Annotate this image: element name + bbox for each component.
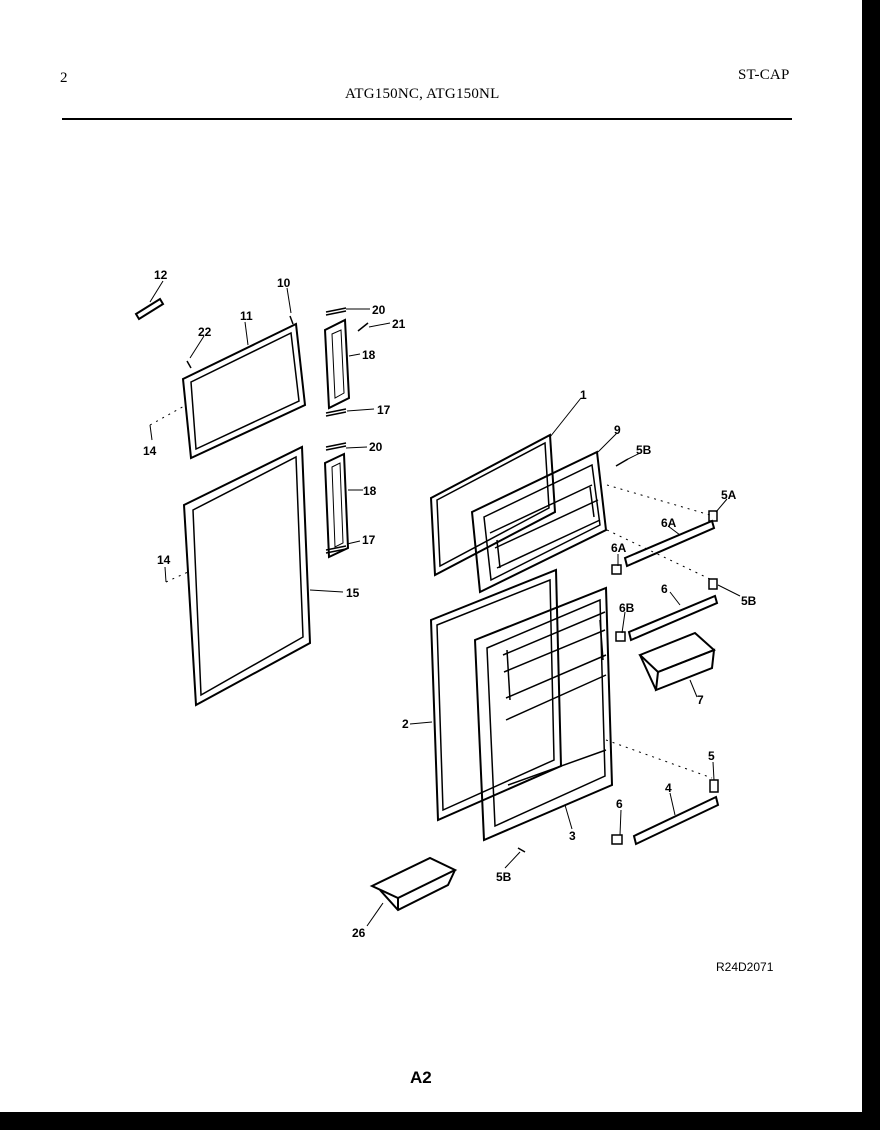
callout-5A: 5A (721, 488, 737, 502)
callout-5B-right: 5B (741, 594, 757, 608)
assembly-lines (149, 404, 713, 779)
door-handle-lower (323, 452, 350, 559)
diagram-reference-code: R24D2071 (716, 960, 774, 974)
callout-12: 12 (154, 268, 168, 282)
callout-15: 15 (346, 586, 360, 600)
callout-7: 7 (697, 693, 704, 707)
callout-10: 10 (277, 276, 291, 290)
callout-14-upper: 14 (143, 444, 157, 458)
callout-6A-clip: 6A (611, 541, 627, 555)
callout-1: 1 (580, 388, 587, 402)
callout-17-upper: 17 (377, 403, 391, 417)
callouts: 12 10 20 21 22 11 18 17 14 20 18 17 14 1… (143, 268, 757, 940)
scan-edge-bottom (0, 1112, 880, 1130)
header-rule (62, 118, 792, 120)
callout-5: 5 (708, 749, 715, 763)
callout-20-lower: 20 (369, 440, 383, 454)
freezer-door-gasket (429, 433, 557, 577)
fresh-food-door-outer-panel (182, 445, 312, 707)
callout-3: 3 (569, 829, 576, 843)
model-numbers: ATG150NC, ATG150NL (345, 86, 500, 102)
freezer-door-outer-panel (181, 322, 307, 460)
callout-17-lower: 17 (362, 533, 376, 547)
rail-6 (627, 594, 719, 642)
callout-11: 11 (240, 309, 253, 323)
trim-piece-12 (134, 297, 165, 321)
callout-6A-rail: 6A (661, 516, 677, 530)
rail-4 (632, 795, 720, 846)
page-number: 2 (60, 70, 68, 86)
callout-6B: 6B (619, 601, 635, 615)
callout-5B-upper: 5B (636, 443, 652, 457)
callout-2: 2 (402, 717, 409, 731)
small-parts (186, 315, 719, 853)
callout-18-lower: 18 (363, 484, 377, 498)
scan-edge-right (862, 0, 880, 1130)
door-handle-upper (323, 318, 351, 410)
dairy-compartment (638, 631, 716, 692)
fresh-food-door-liner (473, 586, 614, 842)
callout-26: 26 (352, 926, 366, 940)
section-code: ST-CAP (738, 67, 790, 83)
callout-9: 9 (614, 423, 621, 437)
footer-page-label: A2 (410, 1068, 432, 1087)
freezer-door-liner (470, 450, 608, 594)
fresh-food-door-gasket (429, 568, 563, 822)
callout-5B-lower: 5B (496, 870, 512, 884)
rail-6A (623, 519, 716, 568)
handle-screws (325, 307, 369, 554)
leader-lines (149, 280, 741, 927)
callout-6-clip: 6 (616, 797, 623, 811)
callout-6-rail: 6 (661, 582, 668, 596)
butter-bin (369, 856, 458, 912)
callout-14-lower: 14 (157, 553, 171, 567)
callout-4: 4 (665, 781, 672, 795)
callout-20-upper: 20 (372, 303, 386, 317)
callout-18-upper: 18 (362, 348, 376, 362)
callout-21: 21 (392, 317, 406, 331)
callout-22: 22 (198, 325, 212, 339)
